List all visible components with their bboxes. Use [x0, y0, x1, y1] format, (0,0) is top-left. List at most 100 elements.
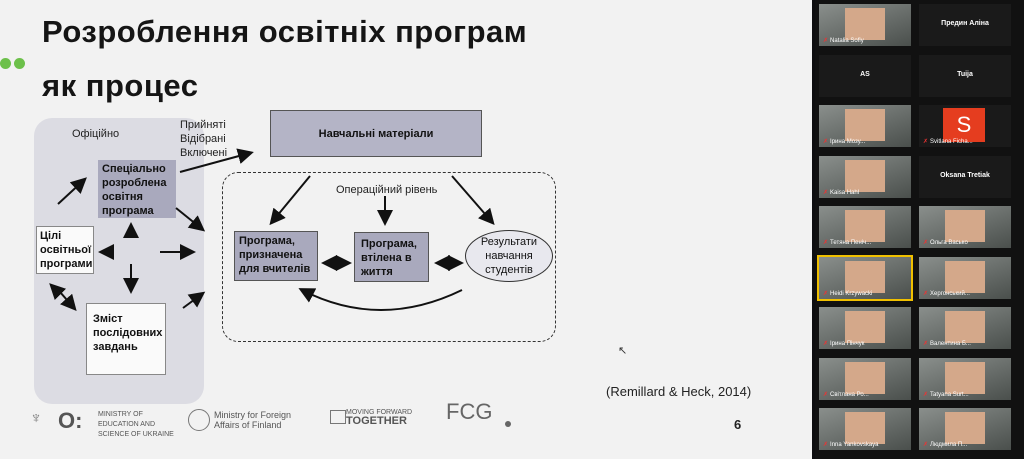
participant-video — [845, 260, 885, 293]
participant-name: Валентина Б... — [930, 341, 971, 347]
moving-forward-text: MOVING FORWARD — [346, 409, 413, 416]
participant-name: Inna Yankovskaya — [830, 442, 879, 448]
participant-video — [845, 8, 885, 40]
operational-frame — [222, 172, 556, 342]
slide-title-line2: як процес — [42, 68, 199, 103]
muted-mic-icon: ✗ — [823, 240, 829, 246]
participant-video — [845, 159, 885, 192]
muted-mic-icon: ✗ — [823, 442, 829, 448]
participant-name-bar: ✗Валентина Б... — [923, 340, 971, 347]
participant-tile[interactable]: ✗Хергонський... — [919, 256, 1011, 299]
participant-video — [945, 210, 985, 242]
participant-name-bar: ✗Хергонський... — [923, 290, 970, 297]
special-program-box: Спеціально розроблена освітня програма — [98, 160, 176, 218]
muted-mic-icon: ✗ — [923, 341, 929, 347]
together-text: TOGETHER — [346, 415, 407, 427]
participant-name-bar: ✗Ольга Васько — [923, 239, 968, 246]
participant-tile[interactable]: Tuija — [919, 54, 1011, 97]
participant-tile[interactable]: Предин Аліна — [919, 4, 1011, 46]
participant-tile[interactable]: ✗Kaisa Hahl — [819, 155, 911, 198]
participant-tile[interactable]: ✗Natalia Sofiy — [819, 4, 911, 46]
participant-name: Предин Аліна — [941, 20, 989, 27]
accepted-label: Прийняті — [180, 119, 226, 131]
participant-name-bar: ✗Ірина Пінчук — [823, 340, 864, 347]
participant-name: Людмила П... — [930, 442, 968, 448]
participant-tile[interactable]: AS — [819, 54, 911, 97]
participant-name: Oksana Tretiak — [940, 171, 990, 179]
participant-tile[interactable]: ✗Ірина Пінчук — [819, 307, 911, 349]
participant-video — [945, 361, 985, 394]
participant-name: Ірина Пінчук — [830, 341, 865, 347]
participant-tile[interactable]: ✗Людмила П... — [919, 408, 1011, 450]
official-label: Офіційно — [72, 128, 120, 140]
presentation-slide: Розроблення освітніх програм як процес О… — [0, 0, 812, 459]
participant-name-bar: ✗Світлана Ро... — [823, 391, 869, 398]
muted-mic-icon: ✗ — [923, 240, 929, 246]
participant-name: Heidi Krzywacki — [830, 290, 873, 297]
participant-name-bar: ✗Тетяна Пеніч... — [823, 239, 871, 246]
participant-name-bar: ✗Tatyana Surt... — [923, 391, 969, 398]
participant-tile[interactable]: S ✗Svitlana Ficha... — [919, 105, 1011, 147]
participant-tile[interactable]: ✗Світлана Ро... — [819, 357, 911, 400]
participant-video — [845, 361, 885, 394]
participant-tile[interactable]: ✗Heidi Krzywacki — [817, 254, 913, 301]
participant-name-bar: ✗Natalia Sofiy — [823, 37, 864, 44]
finland-seal-icon — [188, 409, 210, 431]
goals-box: Цілі освітньої програми — [36, 226, 94, 274]
ministry-edu-logo: O: — [58, 408, 83, 433]
participant-name: Tuija — [957, 70, 973, 78]
participant-name: Світлана Ро... — [830, 391, 869, 398]
participant-tile[interactable]: ✗Inna Yankovskaya — [819, 408, 911, 450]
participant-video — [945, 260, 985, 293]
participant-name: AS — [860, 70, 870, 78]
participant-name-bar: ✗Ірина Мозу... — [823, 138, 865, 145]
muted-mic-icon: ✗ — [823, 38, 829, 44]
page-number: 6 — [734, 417, 742, 432]
participant-name-bar: ✗Людмила П... — [923, 441, 967, 448]
participant-name-bar: ✗Kaisa Hahl — [823, 189, 859, 196]
participant-name-bar: ✗Heidi Krzywacki — [823, 290, 872, 297]
teacher-program-box: Програма, призначена для вчителів — [234, 231, 318, 281]
participant-tile[interactable]: ✗Tatyana Surt... — [919, 357, 1011, 400]
participant-video — [845, 210, 885, 242]
eu-flag-icon — [330, 410, 346, 424]
selected-label: Відібрані — [180, 133, 226, 145]
participant-name-bar: ✗Inna Yankovskaya — [823, 441, 879, 448]
ministry-fin-text: Ministry for Foreign Affairs of Finland — [214, 410, 292, 430]
participant-avatar: S — [943, 108, 985, 142]
life-program-box: Програма, втілена в життя — [354, 232, 429, 282]
ministry-edu-text: MINISTRY OF EDUCATION AND SCIENCE OF UKR… — [98, 411, 174, 438]
participant-tile[interactable]: ✗Валентина Б... — [919, 307, 1011, 349]
citation: (Remillard & Heck, 2014) — [606, 384, 752, 399]
participant-name: Ірина Мозу... — [830, 139, 866, 145]
participant-tile[interactable]: ✗Ольга Васько — [919, 206, 1011, 248]
muted-mic-icon: ✗ — [823, 290, 829, 297]
muted-mic-icon: ✗ — [923, 391, 929, 398]
participant-video — [945, 311, 985, 343]
participant-tile[interactable]: Oksana Tretiak — [919, 155, 1011, 198]
muted-mic-icon: ✗ — [923, 290, 929, 297]
participant-name: Тетяна Пеніч... — [830, 240, 872, 246]
participant-video — [845, 412, 885, 444]
muted-mic-icon: ✗ — [823, 189, 829, 196]
participant-name: Хергонський... — [930, 290, 970, 297]
content-box: Зміст послідовних завдань — [86, 303, 166, 375]
participant-name: Tatyana Surt... — [930, 391, 969, 398]
participant-name: Natalia Sofiy — [830, 38, 864, 44]
muted-mic-icon: ✗ — [923, 139, 929, 145]
participant-name: Kaisa Hahl — [830, 189, 860, 196]
participant-name: Ольга Васько — [930, 240, 968, 246]
participant-name: Svitlana Ficha... — [930, 139, 973, 145]
fcg-dot-icon — [505, 421, 511, 427]
muted-mic-icon: ✗ — [823, 139, 829, 145]
participant-tile[interactable]: ✗Ірина Мозу... — [819, 105, 911, 147]
diagram-arrows — [49, 148, 495, 312]
slide-title-line1: Розроблення освітніх програм — [42, 14, 528, 49]
muted-mic-icon: ✗ — [823, 341, 829, 347]
participant-video — [945, 412, 985, 444]
materials-box: Навчальні матеріали — [270, 110, 482, 157]
included-label: Включені — [180, 147, 228, 159]
muted-mic-icon: ✗ — [823, 391, 829, 398]
participant-tile[interactable]: ✗Тетяна Пеніч... — [819, 206, 911, 248]
